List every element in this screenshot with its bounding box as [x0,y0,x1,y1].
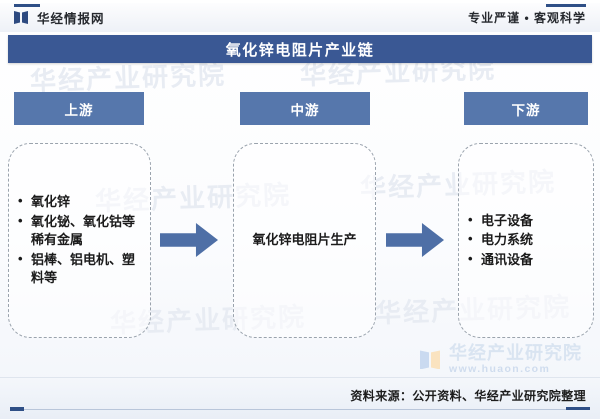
list-item: 电力系统 [468,230,585,249]
page-title-text: 氧化锌电阻片产业链 [225,41,375,59]
list-item: 电子设备 [468,211,585,230]
stage-box-upstream: 氧化锌 氧化铋、氧化钴等稀有金属 铝棒、铝电机、塑料等 [8,143,151,338]
stage-header-midstream-label: 中游 [290,102,320,118]
list-item: 通讯设备 [468,250,585,269]
brand-bowtie-icon [14,11,31,24]
brand: 华经情报网 [14,8,105,27]
source-note: 资料来源：公开资料、华经产业研究院整理 [350,389,586,403]
stage-box-downstream: 电子设备 电力系统 通讯设备 [458,143,594,338]
brand-name: 华经情报网 [37,12,105,26]
watermark-logo-name: 华经产业研究院 [449,343,582,363]
list-item: 铝棒、铝电机、塑料等 [18,250,142,288]
page-title: 氧化锌电阻片产业链 [8,35,592,63]
stage-header-downstream-label: 下游 [511,102,541,118]
list-item: 氧化锌 [18,192,142,211]
stage-box-midstream: 氧化锌电阻片生产 [233,143,376,338]
arrow-right-icon-upstream-to-midstream [160,223,218,257]
industry-chain-diagram: 上游 中游 下游 氧化锌 氧化铋、氧化钴等稀有金属 铝棒、铝电机、塑料等 氧化锌… [0,63,600,368]
upstream-item-list: 氧化锌 氧化铋、氧化钴等稀有金属 铝棒、铝电机、塑料等 [9,192,150,288]
watermark-logo-text-group: 华经产业研究院 www.huaon.com [449,344,582,375]
header-slogan: 专业严谨 • 客观科学 [468,11,586,25]
stage-header-downstream: 下游 [464,92,588,125]
stage-header-midstream: 中游 [240,92,370,125]
downstream-item-list: 电子设备 电力系统 通讯设备 [459,211,593,270]
huaon-logo-icon [420,348,442,370]
footer: 资料来源：公开资料、华经产业研究院整理 [0,377,600,419]
stage-header-upstream: 上游 [14,92,144,125]
footer-divider [10,407,590,411]
watermark-logo: 华经产业研究院 www.huaon.com [420,344,582,375]
arrow-right-icon-midstream-to-downstream [386,223,444,257]
stage-header-upstream-label: 上游 [64,102,94,118]
midstream-item: 氧化锌电阻片生产 [252,232,357,248]
watermark-logo-url: www.huaon.com [449,362,551,375]
top-bar: 华经情报网 专业严谨 • 客观科学 [0,0,600,32]
list-item: 氧化铋、氧化钴等稀有金属 [18,212,142,250]
